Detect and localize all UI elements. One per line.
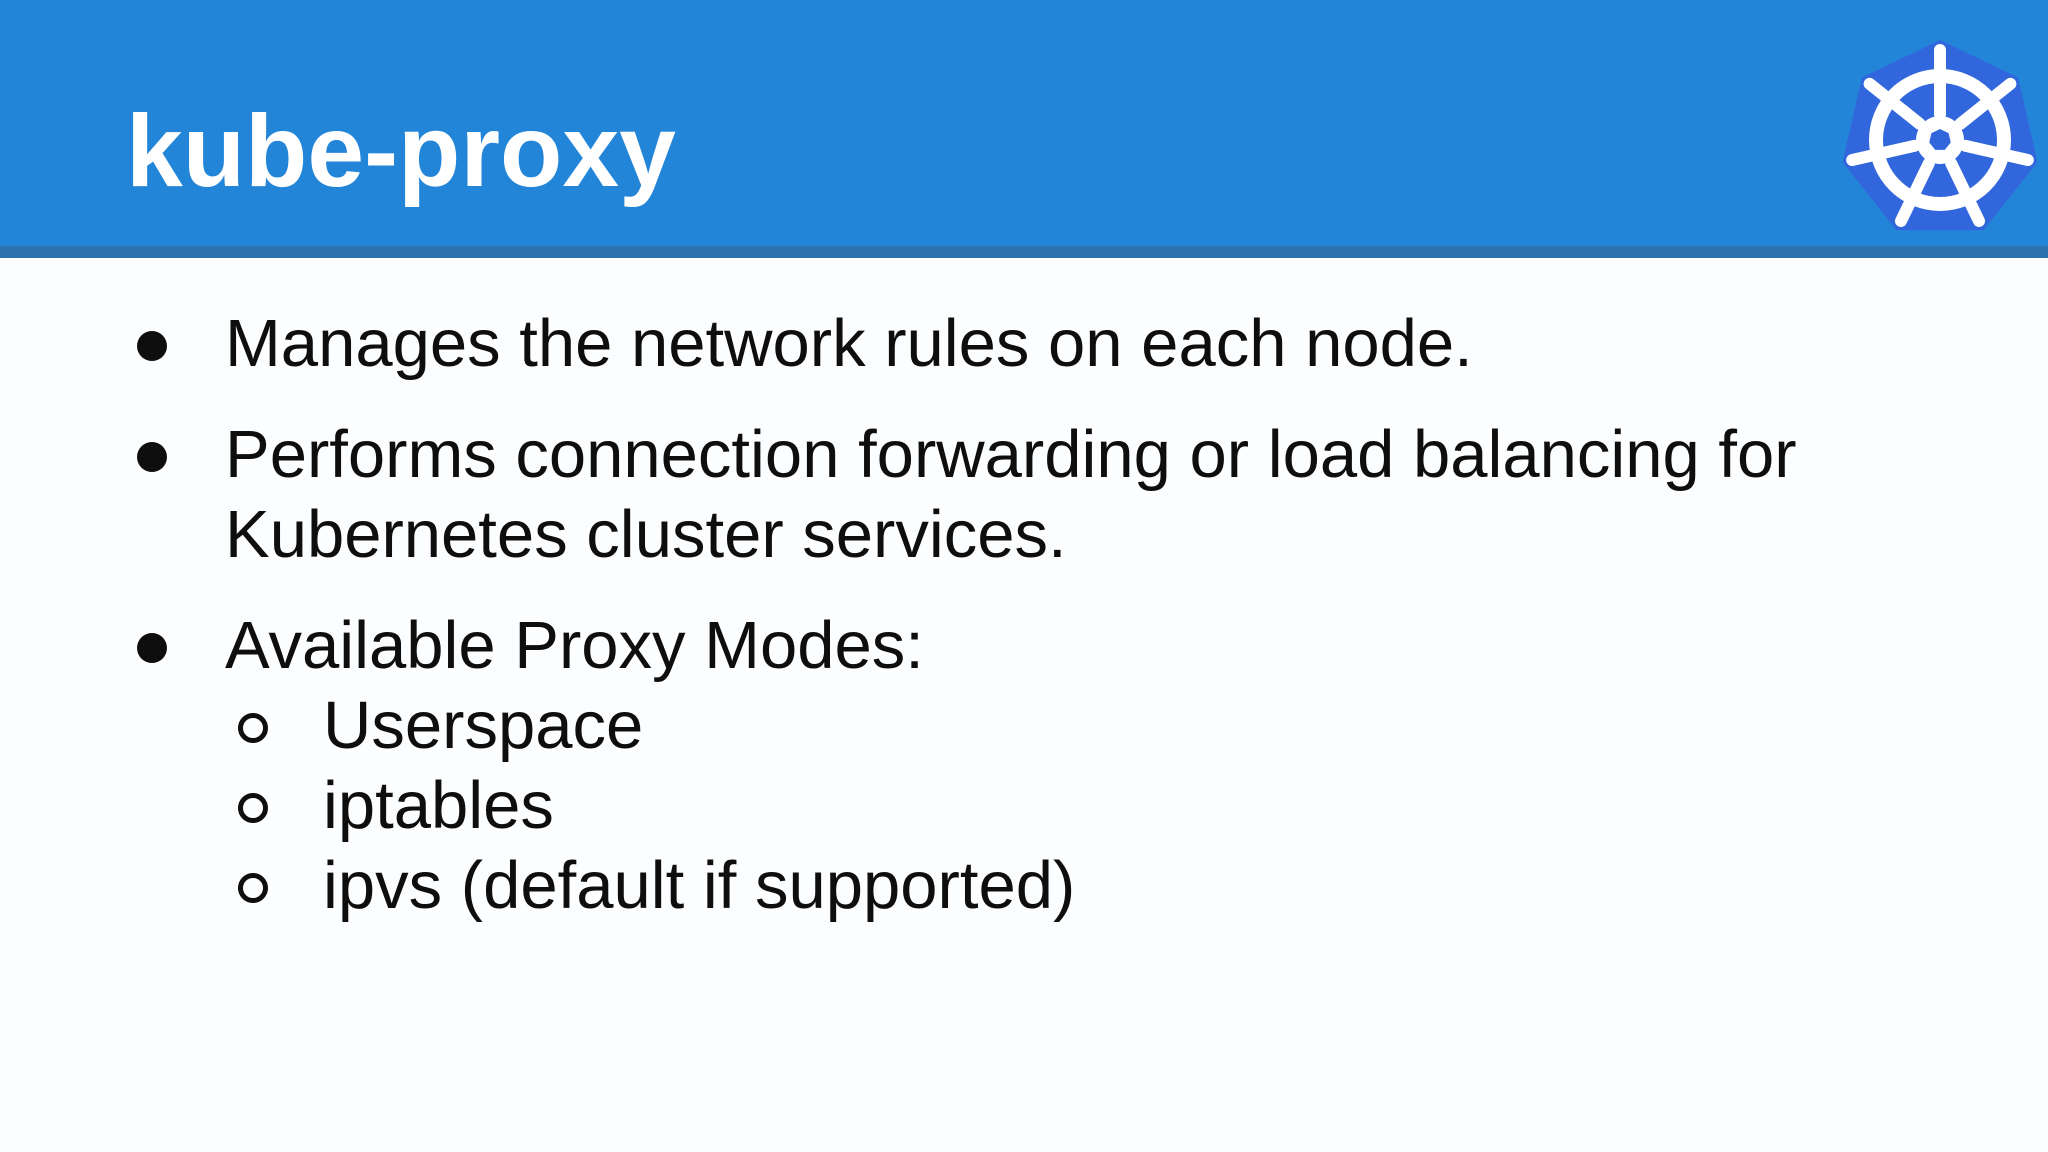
slide-body: Manages the network rules on each node. P… [0,258,2048,957]
sub-bullet-text: ipvs (default if supported) [323,848,1076,923]
bullet-row: Performs connection forwarding or load b… [137,415,2048,575]
bullet-text: Performs connection forwarding or load b… [225,417,1797,572]
bullet-text: Available Proxy Modes: [225,608,924,683]
sub-bullet-item: ipvs (default if supported) [137,846,2048,926]
sub-bullet-item: iptables [137,766,2048,846]
sub-bullet-item: Userspace [137,686,2048,766]
bullet-circle-icon [238,713,268,743]
sub-bullet-text: iptables [323,768,554,843]
bullet-row: Manages the network rules on each node. [137,304,2048,384]
bullet-list: Manages the network rules on each node. P… [0,258,2048,926]
header-accent-strip [0,246,2048,258]
bullet-dot-icon [137,331,167,361]
bullet-circle-icon [238,793,268,823]
bullet-item: Performs connection forwarding or load b… [137,415,2048,575]
bullet-text: Manages the network rules on each node. [225,306,1473,381]
sub-bullet-row: ipvs (default if supported) [238,846,2048,926]
sub-bullet-row: Userspace [238,686,2048,766]
sub-bullet-row: iptables [238,766,2048,846]
bullet-row: Available Proxy Modes: [137,606,2048,686]
slide-header: kube-proxy [0,0,2048,246]
bullet-dot-icon [137,442,167,472]
slide-title: kube-proxy [126,94,676,208]
bullet-dot-icon [137,633,167,663]
kubernetes-logo-icon [1842,40,2038,231]
sub-bullet-text: Userspace [323,688,644,763]
bullet-item: Manages the network rules on each node. [137,304,2048,384]
bullet-circle-icon [238,873,268,903]
ship-wheel-icon [1846,44,2034,227]
